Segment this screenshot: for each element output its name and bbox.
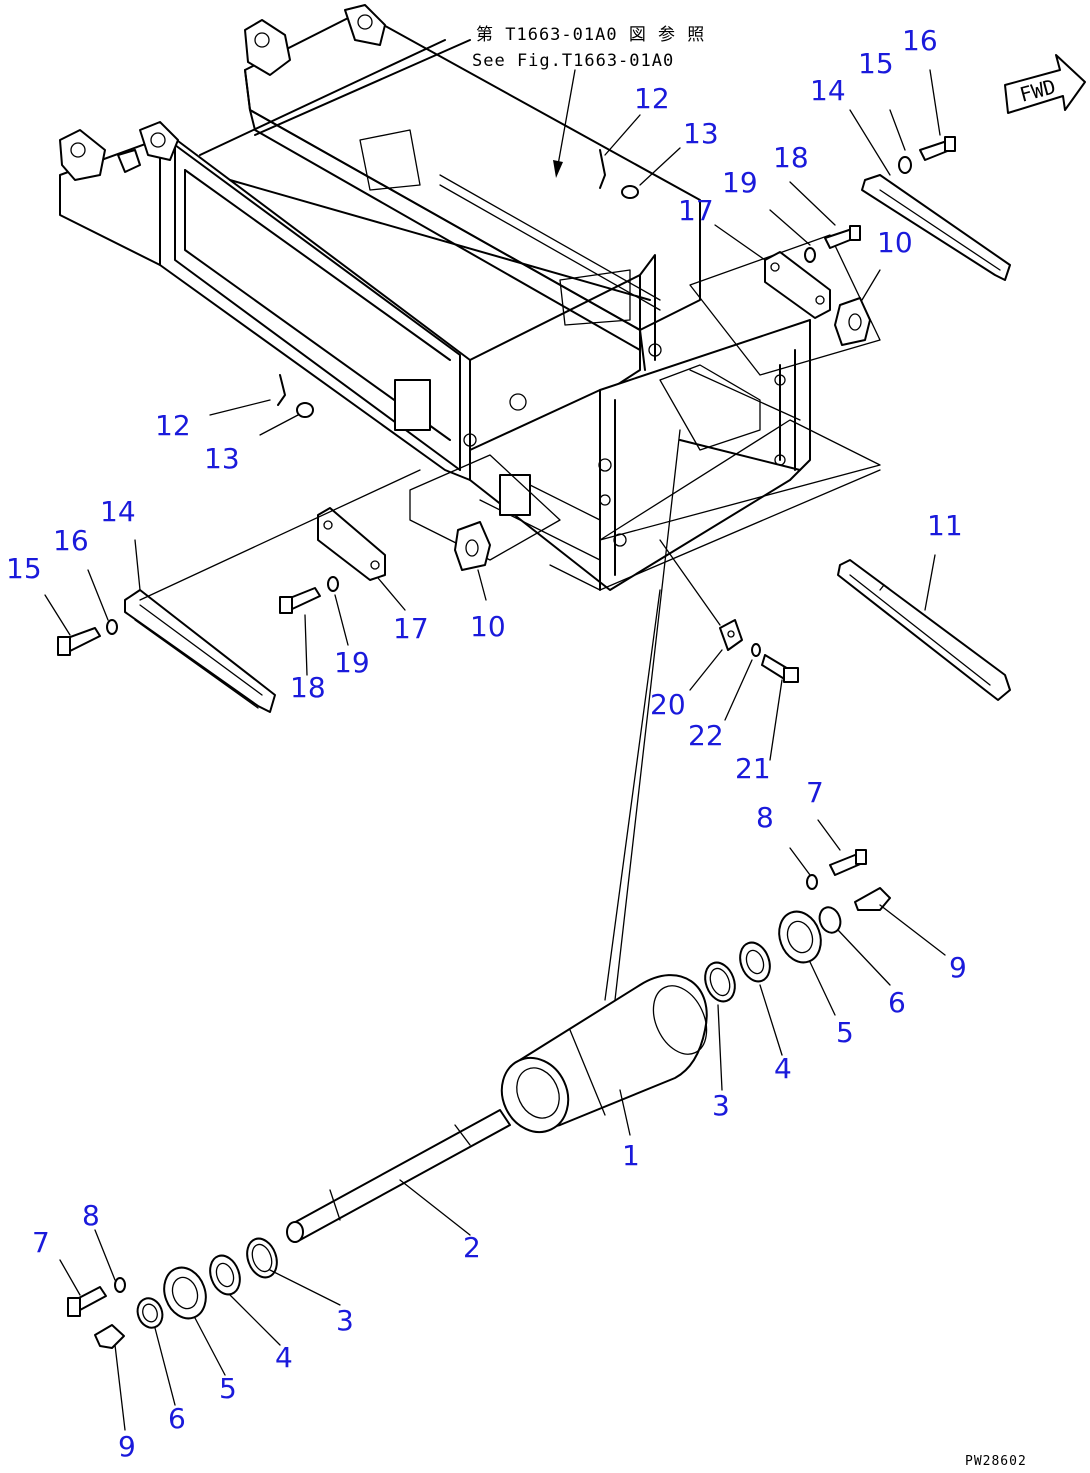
callout-3: 3 bbox=[336, 1304, 354, 1337]
callout-numbers: 1 2 3 3 4 4 5 5 6 6 7 7 8 8 9 9 10 10 11… bbox=[6, 24, 967, 1463]
callout-19: 19 bbox=[334, 646, 370, 679]
carrier-roller-assembly bbox=[67, 849, 891, 1349]
callout-16: 16 bbox=[53, 524, 89, 557]
callout-15: 15 bbox=[858, 47, 894, 80]
callout-11: 11 bbox=[927, 509, 963, 542]
callout-12: 12 bbox=[155, 409, 191, 442]
reference-note-line-2: See Fig.T1663-01A0 bbox=[472, 51, 674, 71]
callout-14: 14 bbox=[810, 74, 846, 107]
callout-4: 4 bbox=[275, 1341, 293, 1374]
callout-22: 22 bbox=[688, 719, 724, 752]
main-frame bbox=[59, 4, 881, 591]
callout-5: 5 bbox=[836, 1016, 854, 1049]
callout-1: 1 bbox=[622, 1139, 640, 1172]
callout-8: 8 bbox=[82, 1199, 100, 1232]
callout-19: 19 bbox=[722, 166, 758, 199]
callout-15: 15 bbox=[6, 552, 42, 585]
reference-note-line-1: 第 T1663-01A0 図 参 照 bbox=[476, 25, 705, 45]
callout-17: 17 bbox=[393, 612, 429, 645]
callout-18: 18 bbox=[773, 141, 809, 174]
callout-9: 9 bbox=[949, 951, 967, 984]
callout-13: 13 bbox=[204, 442, 240, 475]
callout-10: 10 bbox=[877, 226, 913, 259]
callout-21: 21 bbox=[735, 752, 771, 785]
forward-direction-arrow: FWD bbox=[1004, 54, 1086, 114]
callout-16: 16 bbox=[902, 24, 938, 57]
leader-lines bbox=[44, 69, 946, 1431]
callout-6: 6 bbox=[888, 986, 906, 1019]
callout-18: 18 bbox=[290, 671, 326, 704]
callout-7: 7 bbox=[32, 1226, 50, 1259]
adjust-cylinder-parts bbox=[719, 559, 1011, 701]
drawing-code: PW28602 bbox=[965, 1454, 1027, 1469]
callout-2: 2 bbox=[463, 1231, 481, 1264]
callout-4: 4 bbox=[774, 1052, 792, 1085]
callout-9: 9 bbox=[118, 1430, 136, 1463]
callout-5: 5 bbox=[219, 1372, 237, 1405]
callout-10: 10 bbox=[470, 610, 506, 643]
reference-note: 第 T1663-01A0 図 参 照 See Fig.T1663-01A0 bbox=[472, 25, 705, 71]
callout-3: 3 bbox=[712, 1089, 730, 1122]
callout-13: 13 bbox=[683, 117, 719, 150]
callout-12: 12 bbox=[634, 82, 670, 115]
callout-6: 6 bbox=[168, 1402, 186, 1435]
left-mounting-parts bbox=[57, 374, 491, 713]
right-mounting-parts bbox=[599, 136, 1011, 346]
callout-7: 7 bbox=[806, 776, 824, 809]
callout-17: 17 bbox=[678, 194, 714, 227]
callout-14: 14 bbox=[100, 495, 136, 528]
callout-20: 20 bbox=[650, 688, 686, 721]
callout-8: 8 bbox=[756, 801, 774, 834]
